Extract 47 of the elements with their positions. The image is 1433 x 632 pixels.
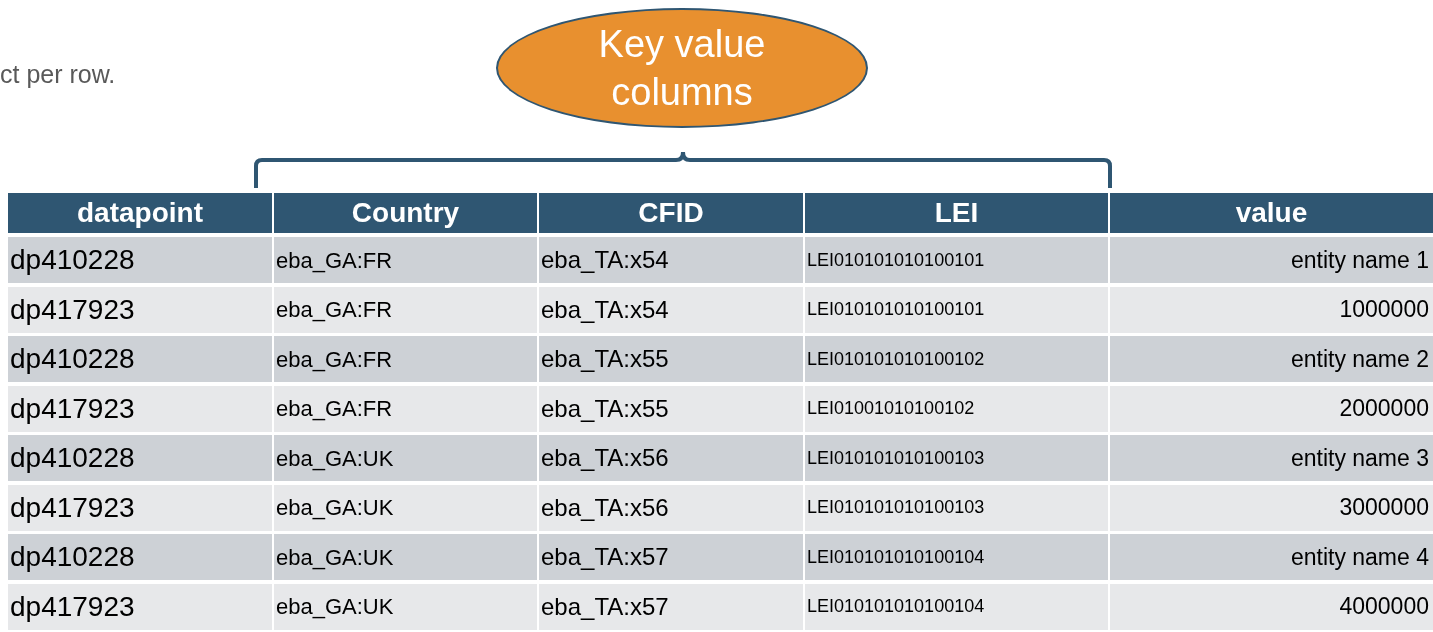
table-cell: eba_TA:x54 <box>539 286 803 333</box>
table-cell: LEI010101010100103 <box>805 435 1108 481</box>
table-cell: entity name 1 <box>1110 237 1433 283</box>
table-cell: entity name 4 <box>1110 534 1433 580</box>
callout-text: Key value columns <box>597 22 767 115</box>
table-cell: eba_GA:FR <box>274 237 537 283</box>
table-cell: 1000000 <box>1110 286 1433 333</box>
table-cell: dp417923 <box>8 583 272 630</box>
table-cell: eba_GA:FR <box>274 385 537 432</box>
table-cell: LEI010101010100101 <box>805 237 1108 283</box>
table-cell: LEI010101010100104 <box>805 583 1108 630</box>
table-cell: eba_GA:UK <box>274 484 537 531</box>
column-header: LEI <box>805 193 1108 233</box>
table-cell: eba_TA:x57 <box>539 534 803 580</box>
table-cell: LEI010101010100104 <box>805 534 1108 580</box>
table-cell: dp417923 <box>8 286 272 333</box>
table-cell: LEI01001010100102 <box>805 385 1108 432</box>
table-cell: 2000000 <box>1110 385 1433 432</box>
table-cell: dp410228 <box>8 435 272 481</box>
table-cell: eba_GA:FR <box>274 336 537 382</box>
table-cell: eba_GA:UK <box>274 583 537 630</box>
column-header: CFID <box>539 193 803 233</box>
table-cell: dp410228 <box>8 237 272 283</box>
table-cell: eba_TA:x55 <box>539 385 803 432</box>
table-cell: 3000000 <box>1110 484 1433 531</box>
table-cell: eba_GA:UK <box>274 435 537 481</box>
intro-text: ct per row. <box>0 59 116 90</box>
table-cell: eba_GA:FR <box>274 286 537 333</box>
table-cell: eba_TA:x54 <box>539 237 803 283</box>
column-header: datapoint <box>8 193 272 233</box>
table-cell: dp410228 <box>8 336 272 382</box>
table-cell: LEI010101010100102 <box>805 336 1108 382</box>
column-header: value <box>1110 193 1433 233</box>
table-cell: eba_TA:x56 <box>539 435 803 481</box>
table-cell: eba_TA:x55 <box>539 336 803 382</box>
table-cell: entity name 2 <box>1110 336 1433 382</box>
column-header: Country <box>274 193 537 233</box>
table-cell: 4000000 <box>1110 583 1433 630</box>
table-cell: dp410228 <box>8 534 272 580</box>
table-cell: dp417923 <box>8 385 272 432</box>
table-cell: LEI010101010100103 <box>805 484 1108 531</box>
table-cell: LEI010101010100101 <box>805 286 1108 333</box>
table-cell: dp417923 <box>8 484 272 531</box>
table-cell: eba_TA:x56 <box>539 484 803 531</box>
table-cell: eba_TA:x57 <box>539 583 803 630</box>
table-cell: eba_GA:UK <box>274 534 537 580</box>
table-cell: entity name 3 <box>1110 435 1433 481</box>
